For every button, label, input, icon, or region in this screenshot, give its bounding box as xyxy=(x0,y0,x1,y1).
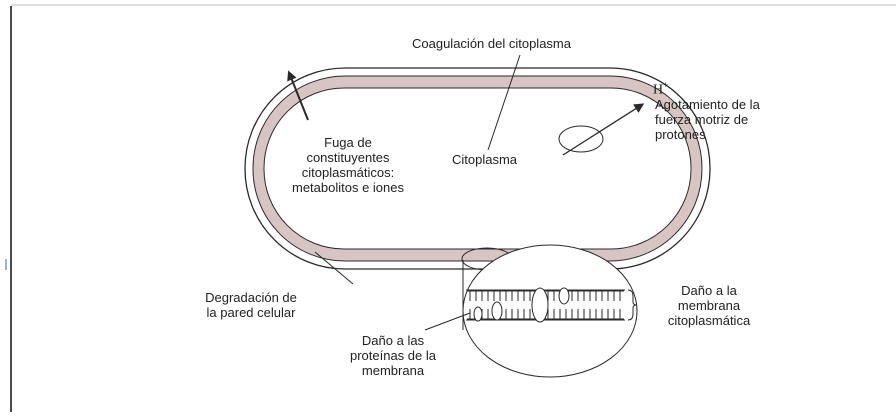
hplus-base: H xyxy=(653,83,663,98)
wall-line-2: la pared celular xyxy=(186,305,316,320)
pmf-line-2: fuerza motriz de xyxy=(655,112,807,127)
leakage-label: Fuga de constituyentes citoplasmáticos: … xyxy=(278,135,418,195)
hplus-label: H+ xyxy=(653,80,668,99)
membrane-damage-label: Daño a la membrana citoplasmática xyxy=(650,283,768,328)
protein-line-1: Daño a las xyxy=(333,333,453,348)
membrane-line-2: membrana xyxy=(650,298,768,313)
leakage-line-2: constituyentes xyxy=(278,150,418,165)
leakage-line-1: Fuga de xyxy=(278,135,418,150)
proton-channel-circle xyxy=(559,126,603,152)
protein-damage-label: Daño a las proteínas de la membrana xyxy=(333,333,453,378)
wall-line-1: Degradación de xyxy=(186,290,316,305)
membrane-protein-4 xyxy=(474,307,482,321)
membrane-line-1: Daño a la xyxy=(650,283,768,298)
membrane-protein-1 xyxy=(532,288,548,322)
membrane-protein-2 xyxy=(492,302,502,320)
leakage-line-4: metabolitos e iones xyxy=(278,180,418,195)
protein-line-2: proteínas de la xyxy=(333,348,453,363)
coagulation-label: Coagulación del citoplasma xyxy=(412,36,571,51)
membrane-protein-3 xyxy=(559,288,569,304)
pmf-line-1: Agotamiento de la xyxy=(655,97,807,112)
cytoplasm-label: Citoplasma xyxy=(452,152,517,167)
pmf-label: Agotamiento de la fuerza motriz de proto… xyxy=(655,97,807,142)
pmf-line-3: protones xyxy=(655,127,807,142)
membrane-zoom-ellipse xyxy=(463,245,637,377)
protein-line-3: membrana xyxy=(333,363,453,378)
wall-degradation-label: Degradación de la pared celular xyxy=(186,290,316,320)
membrane-line-3: citoplasmática xyxy=(650,313,768,328)
leakage-line-3: citoplasmáticos: xyxy=(278,165,418,180)
hplus-superscript: + xyxy=(663,80,668,90)
